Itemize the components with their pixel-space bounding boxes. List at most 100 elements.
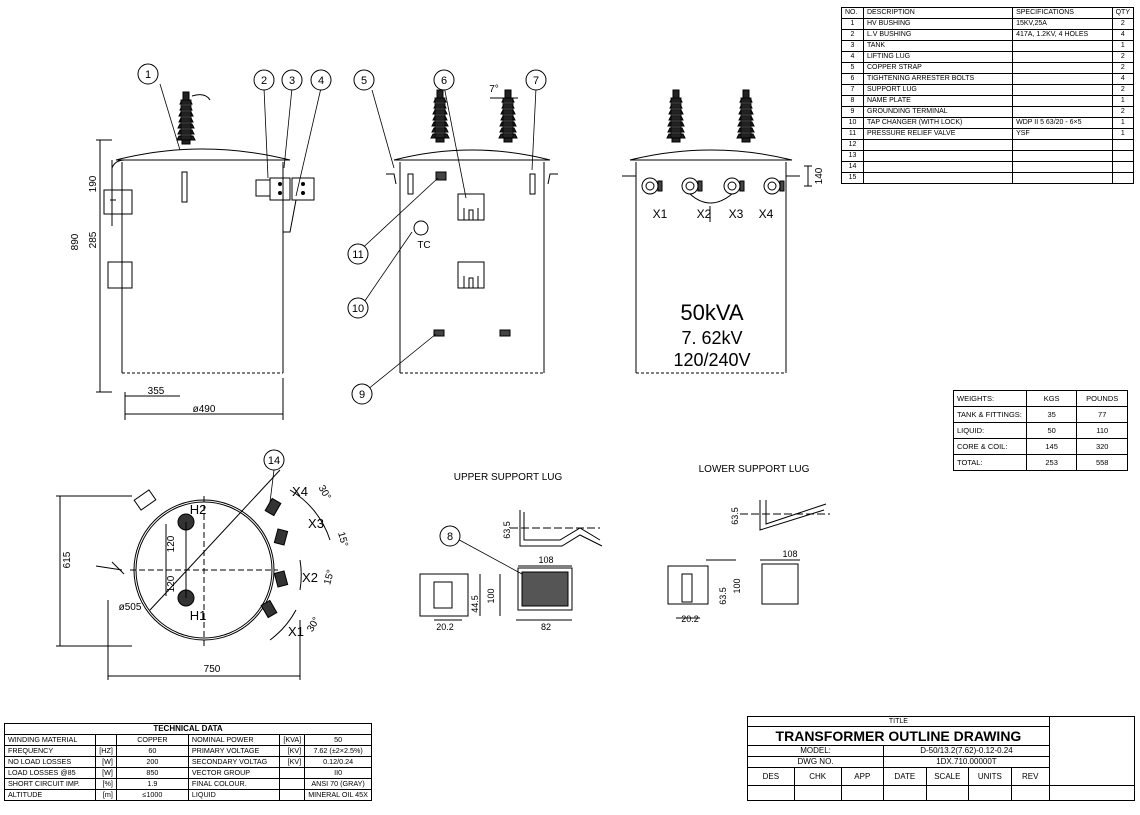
- parts-cell-specifications: [1012, 51, 1113, 63]
- dim-100-upper: 100: [486, 588, 496, 603]
- parts-cell-specifications: [1012, 172, 1113, 184]
- tech-cell-unit: [W]: [95, 756, 117, 768]
- footer-cell-app: APP: [840, 767, 885, 786]
- footer-cell-rev: REV: [1010, 767, 1050, 786]
- callout-bubble: [353, 69, 375, 91]
- parts-cell-description: L.V BUSHING: [862, 29, 1014, 41]
- parts-cell-specifications: [1012, 62, 1113, 74]
- top-terminal-label-x4: X4: [292, 484, 308, 499]
- upper-support-lug-label: UPPER SUPPORT LUG: [454, 472, 563, 483]
- rating-kva: 50kVA: [680, 300, 744, 325]
- front-view: [386, 89, 558, 374]
- tech-cell-unit: [95, 734, 117, 746]
- parts-cell-qty: 2: [1111, 18, 1135, 30]
- tech-cell-unit2: [279, 767, 306, 779]
- dim-angle-7: 7°: [489, 84, 499, 95]
- dim-615: 615: [62, 551, 73, 568]
- parts-cell-description: COPPER STRAP: [862, 62, 1014, 74]
- parts-cell-qty: 1: [1111, 128, 1135, 140]
- leaders: [159, 83, 537, 575]
- parts-cell-qty: [1111, 139, 1135, 151]
- terminal-label-x4: X4: [759, 207, 774, 221]
- parts-cell-no: 4: [841, 51, 864, 63]
- tech-cell-unit2: [279, 778, 306, 790]
- tech-cell-unit: [W]: [95, 767, 117, 779]
- tech-cell-value: COPPER: [115, 734, 189, 746]
- parts-cell-no: 9: [841, 106, 864, 118]
- parts-cell-specifications: [1012, 161, 1113, 173]
- tech-cell-unit2: [279, 789, 306, 801]
- parts-cell-description: [862, 161, 1014, 173]
- hv-terminal-h2: H2: [190, 502, 207, 517]
- parts-cell-no: 2: [841, 29, 864, 41]
- parts-cell-qty: 2: [1111, 51, 1135, 63]
- terminal-label-x1: X1: [653, 207, 668, 221]
- parts-cell-qty: 2: [1111, 62, 1135, 74]
- dim-dia-490: ø490: [193, 404, 216, 415]
- callout-bubble: [253, 69, 275, 91]
- terminal-label-x3: X3: [729, 207, 744, 221]
- dim-285: 285: [88, 231, 99, 248]
- tech-cell-param2: NOMINAL POWER: [187, 734, 281, 746]
- tech-cell-param: FREQUENCY: [3, 745, 97, 757]
- tech-cell-value2: ANSI 70 (GRAY): [304, 778, 372, 790]
- top-terminal-label-x3: X3: [308, 516, 324, 531]
- right-view: [622, 89, 812, 374]
- parts-cell-specifications: [1012, 150, 1113, 162]
- tech-cell-unit: [HZ]: [95, 745, 117, 757]
- callout-number: 11: [352, 249, 363, 261]
- parts-cell-qty: 1: [1111, 95, 1135, 107]
- parts-cell-specifications: 15KV,25A: [1012, 18, 1113, 30]
- callout-bubble: [525, 69, 547, 91]
- tech-cell-value: 60: [115, 745, 189, 757]
- parts-cell-description: GROUNDING TERMINAL: [862, 106, 1014, 118]
- callout-bubble: [137, 63, 159, 85]
- footer-cell-scale: SCALE: [925, 767, 970, 786]
- parts-cell-qty: [1111, 172, 1135, 184]
- lower-support-lug: [667, 500, 830, 619]
- tech-cell-unit2: [KV]: [279, 756, 306, 768]
- dim-82: 82: [541, 622, 551, 632]
- callout-number: 1: [145, 69, 151, 81]
- hv-terminal-h1: H1: [190, 608, 207, 623]
- tech-cell-value2: II0: [304, 767, 372, 779]
- tech-cell-value: 850: [115, 767, 189, 779]
- top-terminal-label-x2: X2: [302, 570, 318, 585]
- tech-cell-value2: 50: [304, 734, 372, 746]
- weights-header-row: WEIGHTS: KGS POUNDS: [953, 390, 1128, 407]
- callout-bubble: [433, 69, 455, 91]
- parts-row: 13: [841, 150, 1135, 162]
- footer-cell-chk: CHK: [793, 767, 842, 786]
- tech-cell-unit: [m]: [95, 789, 117, 801]
- parts-cell-qty: 1: [1111, 117, 1135, 129]
- parts-cell-no: 1: [841, 18, 864, 30]
- dim-120-lower: 120: [166, 575, 177, 592]
- parts-cell-description: [862, 150, 1014, 162]
- upper-support-lug: [419, 510, 603, 621]
- parts-cell-no: 12: [841, 139, 864, 151]
- parts-cell-no: 8: [841, 95, 864, 107]
- top-view: [56, 469, 331, 680]
- parts-cell-description: SUPPORT LUG: [862, 84, 1014, 96]
- parts-cell-specifications: [1012, 40, 1113, 52]
- tech-cell-value: ≤1000: [115, 789, 189, 801]
- callout-number: 10: [352, 303, 364, 315]
- tech-cell-value: 200: [115, 756, 189, 768]
- dim-108-lower: 108: [782, 549, 797, 559]
- title-block-blank: [1048, 716, 1136, 786]
- parts-cell-specifications: 417A, 1.2KV, 4 HOLES: [1012, 29, 1113, 41]
- weights-cell-label: TOTAL:: [953, 454, 1027, 471]
- parts-cell-specifications: [1012, 73, 1113, 85]
- parts-cell-no: 10: [841, 117, 864, 129]
